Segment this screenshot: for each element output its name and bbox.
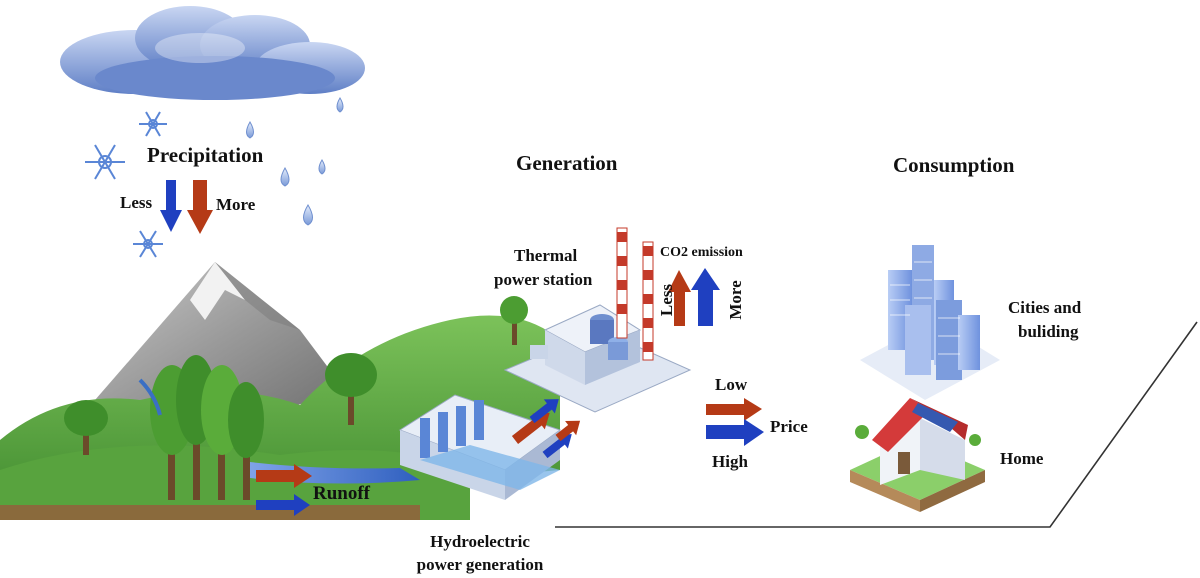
price-low-arrow bbox=[706, 398, 762, 421]
hydro-label-line1: Hydroelectric bbox=[430, 532, 530, 551]
tree-icons bbox=[64, 296, 528, 500]
price-low-label: Low bbox=[715, 375, 748, 394]
runoff-label: Runoff bbox=[313, 483, 371, 504]
snowflake-icons bbox=[85, 111, 167, 258]
price-high-label: High bbox=[712, 452, 748, 471]
hydroelectric-dam-icon bbox=[398, 394, 562, 500]
runoff-more-arrow bbox=[256, 464, 312, 488]
price-label: Price bbox=[770, 417, 808, 436]
runoff-less-arrow bbox=[256, 494, 310, 516]
co2-more-arrow bbox=[691, 268, 720, 326]
thermal-label-line1: Thermal bbox=[514, 246, 578, 265]
precip-more-arrow bbox=[187, 180, 213, 234]
co2-more-label: More bbox=[726, 280, 745, 320]
precipitation-more-label: More bbox=[216, 195, 256, 214]
co2-less-label: Less bbox=[657, 283, 676, 317]
precip-less-arrow bbox=[160, 180, 182, 232]
ground-line bbox=[555, 321, 1198, 528]
cities-label-line1: Cities and bbox=[1008, 298, 1082, 317]
precipitation-title: Precipitation bbox=[147, 143, 264, 167]
generation-title: Generation bbox=[516, 151, 618, 175]
raindrop-icons bbox=[246, 97, 344, 226]
precipitation-less-label: Less bbox=[120, 193, 153, 212]
co2-less-arrow bbox=[668, 270, 691, 326]
thermal-power-station-icon bbox=[503, 227, 692, 413]
hydro-label-line2: power generation bbox=[416, 555, 544, 574]
co2-emission-label: CO2 emission bbox=[660, 245, 743, 260]
price-high-arrow bbox=[706, 419, 764, 446]
cities-label-line2: buliding bbox=[1018, 322, 1079, 341]
thermal-label-line2: power station bbox=[494, 270, 593, 289]
consumption-title: Consumption bbox=[893, 153, 1015, 177]
generation-arrows bbox=[511, 399, 581, 459]
cloud-icon bbox=[60, 6, 365, 100]
home-label: Home bbox=[1000, 449, 1044, 468]
home-icon bbox=[850, 398, 985, 512]
city-buildings-icon bbox=[860, 245, 1000, 400]
